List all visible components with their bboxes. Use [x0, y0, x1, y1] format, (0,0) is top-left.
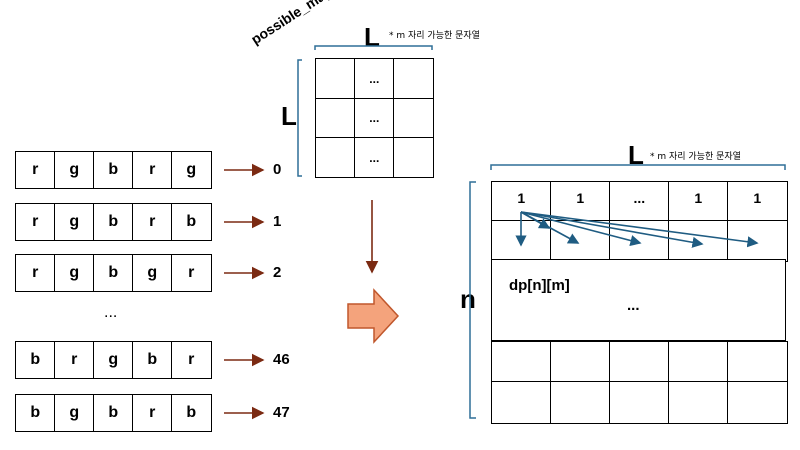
string-cell: g: [93, 341, 134, 379]
possible-map-cell: ...: [354, 58, 395, 100]
string-cell: r: [171, 254, 212, 292]
string-cell: b: [15, 341, 56, 379]
dp-arrow-6: [520, 211, 759, 248]
dp-merged-region: [491, 259, 786, 341]
dp-width-label: L: [628, 140, 644, 170]
possible-map-width-label: L: [364, 22, 380, 52]
string-cell: b: [132, 341, 173, 379]
possible-map-top-bracket: [314, 45, 433, 50]
string-cell: g: [54, 254, 95, 292]
string-cell: r: [132, 394, 173, 432]
dp-caption: dp[n][m]: [509, 277, 570, 294]
dp-arrow-5: [520, 211, 704, 248]
possible-map-cell: [393, 137, 434, 179]
possible-map-cell: [393, 97, 434, 139]
possible-map-cell: [315, 58, 356, 100]
row-index: 1: [273, 213, 282, 230]
dp-top-bracket: [490, 164, 786, 170]
dp-width-note: * m 자리 가능한 문자열: [650, 152, 741, 162]
dp-left-bracket: [469, 181, 476, 419]
possible-map-cell: [315, 137, 356, 179]
rows-ellipsis: ...: [104, 304, 118, 321]
dp-first-row-cell: 1: [550, 181, 611, 223]
dp-arrow-4: [520, 211, 642, 246]
dp-cell: [550, 341, 611, 384]
dp-cell: [727, 341, 788, 384]
possible-map-height-label: L: [281, 101, 297, 131]
string-cell: r: [132, 203, 173, 241]
row-index: 46: [273, 351, 290, 368]
row-index: 0: [273, 161, 282, 178]
string-cell: g: [54, 203, 95, 241]
possible-map-width-note: * m 자리 가능한 문자열: [389, 31, 480, 41]
dp-cell: [550, 381, 611, 424]
string-cell: b: [171, 394, 212, 432]
dp-ellipsis: ...: [627, 297, 640, 314]
possible-map-left-bracket: [297, 59, 302, 177]
big-right-arrow: [347, 288, 400, 344]
possible-map-cell: [315, 97, 356, 139]
string-cell: g: [171, 151, 212, 189]
string-cell: b: [93, 203, 134, 241]
dp-cell: [491, 341, 552, 384]
dp-cell: [727, 381, 788, 424]
string-cell: r: [15, 203, 56, 241]
string-cell: b: [93, 254, 134, 292]
string-cell: b: [171, 203, 212, 241]
dp-height-label: n: [460, 284, 476, 314]
string-cell: g: [54, 151, 95, 189]
dp-cell: [491, 381, 552, 424]
row-index: 2: [273, 264, 282, 281]
dp-cell: [609, 381, 670, 424]
row-index: 47: [273, 404, 290, 421]
string-cell: r: [15, 254, 56, 292]
dp-cell: [668, 341, 729, 384]
string-cell: r: [54, 341, 95, 379]
string-cell: r: [171, 341, 212, 379]
dp-arrow-3: [520, 211, 580, 244]
possible-map-cell: ...: [354, 137, 395, 179]
string-cell: r: [15, 151, 56, 189]
